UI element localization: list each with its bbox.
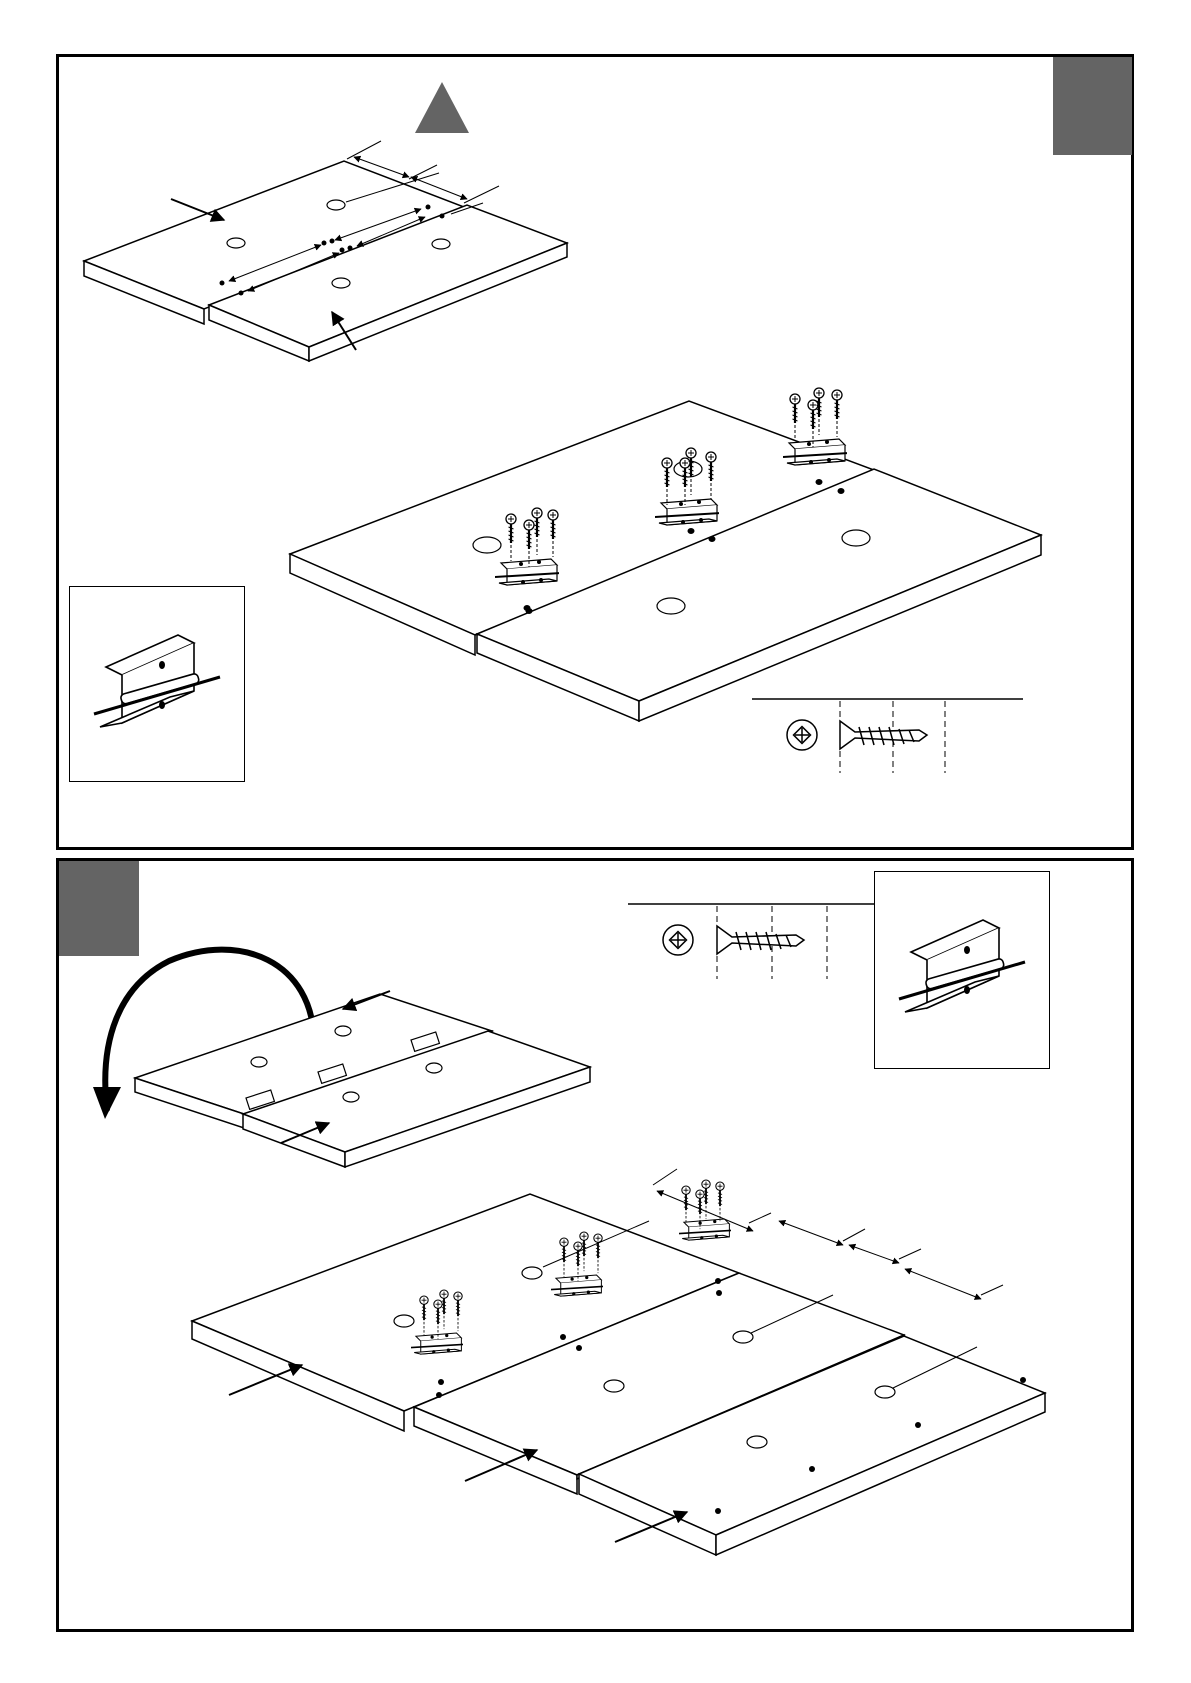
wood-screw-icon	[717, 926, 804, 954]
hinged-boards-diagram	[135, 994, 590, 1167]
pozidriv-icon	[663, 925, 693, 955]
top-boards-diagram	[84, 161, 567, 361]
pozidriv-icon	[787, 720, 817, 750]
three-boards-diagram	[192, 1194, 1045, 1555]
hinge-detail-icon	[875, 872, 1051, 1070]
step-panel-upper	[56, 54, 1134, 850]
hinge-detail-icon	[70, 587, 246, 783]
hinge-detail-inset	[874, 871, 1050, 1069]
hinge-detail-inset	[69, 586, 245, 782]
lower-hinge-right	[679, 1180, 733, 1240]
step-panel-lower	[56, 858, 1134, 1632]
warning-triangle-icon	[415, 82, 469, 133]
wood-screw-icon	[840, 721, 927, 749]
large-boards-diagram	[290, 401, 1041, 721]
